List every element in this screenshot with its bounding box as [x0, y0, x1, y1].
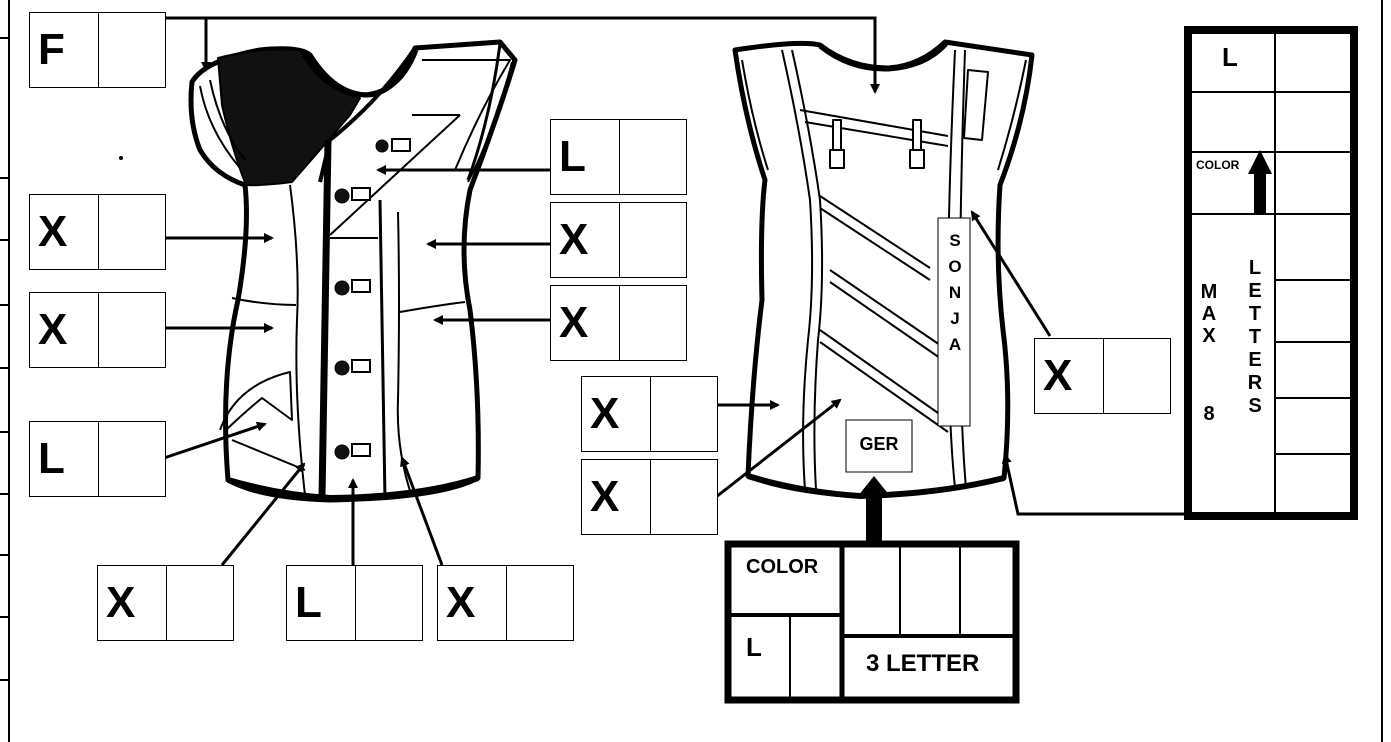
name-table-color-label: COLOR: [1196, 158, 1239, 172]
letters-char: T: [1244, 304, 1266, 324]
letters-char: E: [1244, 281, 1266, 301]
code-box-l-right-top: L: [550, 119, 687, 195]
code-letter: L: [559, 135, 586, 179]
code-letter: X: [590, 392, 619, 436]
code-letter: L: [295, 581, 322, 625]
name-table-l-label: L: [1222, 42, 1238, 73]
country-table-l-label: L: [746, 632, 762, 663]
code-letter: X: [446, 581, 475, 625]
max-letter: M: [1198, 282, 1220, 302]
code-box-x-back-1: X: [581, 376, 718, 452]
code-box-x-back-2: X: [581, 459, 718, 535]
code-letter: X: [590, 475, 619, 519]
letters-char: T: [1244, 327, 1266, 347]
code-letter: X: [559, 218, 588, 262]
letters-char: E: [1244, 350, 1266, 370]
code-box-x-back-right: X: [1034, 338, 1171, 414]
name-letter: O: [944, 258, 966, 275]
code-box-x-bottom-1: X: [97, 565, 234, 641]
code-letter: X: [38, 308, 67, 352]
code-letter: F: [38, 28, 65, 72]
letters-char: R: [1244, 373, 1266, 393]
max-letter: X: [1198, 326, 1220, 346]
code-box-f: F: [29, 12, 166, 88]
country-table-color-label: COLOR: [746, 556, 818, 579]
code-letter: L: [38, 437, 65, 481]
code-box-x-right-1: X: [550, 202, 687, 278]
max-number: 8: [1198, 404, 1220, 424]
name-table: [1188, 30, 1354, 516]
code-box-x-right-2: X: [550, 285, 687, 361]
country-table-letters-label: 3 LETTER: [866, 650, 979, 678]
name-letter: A: [944, 336, 966, 353]
name-letter: S: [944, 232, 966, 249]
code-box-x-left-2: X: [29, 292, 166, 368]
max-letter: A: [1198, 304, 1220, 324]
code-letter: X: [559, 301, 588, 345]
code-box-x-left-1: X: [29, 194, 166, 270]
code-letter: X: [38, 210, 67, 254]
letters-char: S: [1244, 396, 1266, 416]
country-code-label: GER: [846, 434, 912, 455]
name-letter: N: [944, 284, 966, 301]
letters-char: L: [1244, 258, 1266, 278]
name-letter: J: [944, 310, 966, 327]
code-box-l-left: L: [29, 421, 166, 497]
code-box-x-bottom-2: X: [437, 565, 574, 641]
name-table-color-arrow: [1248, 150, 1272, 214]
code-letter: X: [106, 581, 135, 625]
code-box-l-bottom: L: [286, 565, 423, 641]
code-letter: X: [1043, 354, 1072, 398]
